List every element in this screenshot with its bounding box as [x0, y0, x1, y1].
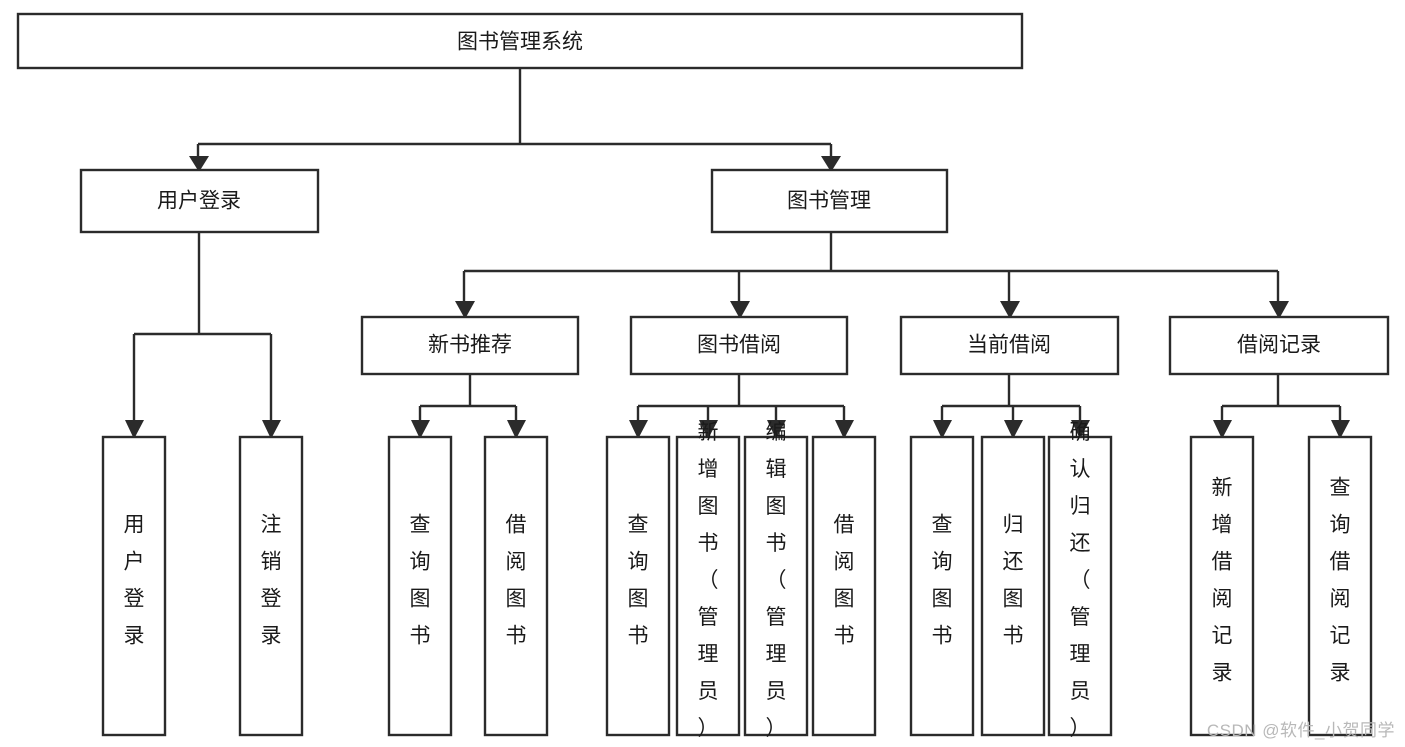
arrow-icon-leaf-book-borrow-3	[767, 420, 786, 439]
leaf-node-user-login-1[interactable]: 用户登录	[101, 435, 167, 737]
arrow-icon-book-borrow	[730, 301, 750, 319]
leaf-node-box[interactable]	[483, 435, 549, 737]
leaf-node-box[interactable]	[605, 435, 671, 737]
node-new-book-rec-label: 新书推荐	[428, 334, 512, 357]
arrow-icon-root-user-login	[189, 156, 209, 172]
leaf-node-box[interactable]	[387, 435, 453, 737]
node-root-box[interactable]	[16, 12, 1024, 70]
leaf-node-book-borrow-3[interactable]: 编辑图书（管理员）	[743, 421, 809, 740]
arrow-icon-leaf-book-borrow-2	[699, 420, 718, 439]
arrow-icon-leaf-borrow-record-1	[1213, 420, 1232, 439]
node-root[interactable]: 图书管理系统	[16, 12, 1024, 70]
node-borrow-record-box[interactable]	[1168, 315, 1390, 376]
node-root-label: 图书管理系统	[457, 31, 583, 54]
node-borrow-record[interactable]: 借阅记录	[1168, 315, 1390, 376]
node-book-borrow[interactable]: 图书借阅	[629, 315, 849, 376]
leaf-node-box[interactable]	[811, 435, 877, 737]
leaf-node-box[interactable]	[675, 435, 741, 737]
arrow-icon-leaf-new-book-rec-1	[411, 420, 430, 439]
leaf-node-label: 查询借阅记录	[1330, 477, 1351, 685]
leaf-node-label: 查询图书	[932, 514, 953, 648]
leaf-node-label: 查询图书	[410, 514, 431, 648]
leaf-node-box[interactable]	[1307, 435, 1373, 737]
node-user-login-label: 用户登录	[157, 190, 241, 213]
leaf-node-label: 编辑图书（管理员）	[766, 421, 787, 740]
arrow-icon-leaf-current-borrow-2	[1004, 420, 1023, 439]
arrow-icon-current-borrow	[1000, 301, 1020, 319]
leaf-node-label: 借阅图书	[506, 514, 527, 648]
leaf-node-book-borrow-4[interactable]: 借阅图书	[811, 435, 877, 737]
node-current-borrow-box[interactable]	[899, 315, 1120, 376]
node-book-manage-box[interactable]	[710, 168, 949, 234]
leaf-node-current-borrow-3[interactable]: 确认归还（管理员）	[1047, 421, 1113, 740]
leaf-node-box[interactable]	[238, 435, 304, 737]
leaf-node-box[interactable]	[909, 435, 975, 737]
leaf-node-book-borrow-2[interactable]: 新增图书（管理员）	[675, 421, 741, 740]
leaf-node-user-login-2[interactable]: 注销登录	[238, 435, 304, 737]
node-book-borrow-box[interactable]	[629, 315, 849, 376]
arrow-icon-leaf-book-borrow-1	[629, 420, 648, 439]
arrow-icon-leaf-borrow-record-2	[1331, 420, 1350, 439]
node-borrow-record-label: 借阅记录	[1237, 334, 1321, 357]
leaf-nodes: 用户登录 注销登录 查询图书 借阅图书 查询图书 新增图书（管理员） 编辑图书（管理员） 借阅…	[101, 421, 1373, 740]
leaf-node-box[interactable]	[101, 435, 167, 737]
arrow-heads	[125, 156, 1350, 439]
arrow-icon-root-book-manage	[821, 156, 841, 172]
leaf-node-label: 借阅图书	[834, 514, 855, 648]
leaf-node-label: 用户登录	[124, 514, 145, 648]
arrow-icon-leaf-user-login-2	[262, 420, 281, 439]
node-book-manage-label: 图书管理	[787, 190, 871, 213]
leaf-node-label: 新增借阅记录	[1212, 477, 1233, 685]
leaf-node-label: 新增图书（管理员）	[698, 421, 719, 740]
leaf-node-label: 确认归还（管理员）	[1070, 421, 1091, 740]
arrow-icon-borrow-record	[1269, 301, 1289, 319]
arrow-icon-leaf-current-borrow-1	[933, 420, 952, 439]
arrow-icon-new-book-rec	[455, 301, 475, 319]
node-book-borrow-label: 图书借阅	[697, 334, 781, 357]
node-current-borrow[interactable]: 当前借阅	[899, 315, 1120, 376]
leaf-node-box[interactable]	[1189, 435, 1255, 737]
watermark-text: CSDN @软件_小贺同学	[1206, 721, 1395, 740]
arrow-icon-leaf-user-login-1	[125, 420, 144, 439]
leaf-node-new-book-rec-2[interactable]: 借阅图书	[483, 435, 549, 737]
leaf-node-label: 查询图书	[628, 514, 649, 648]
leaf-node-label: 归还图书	[1003, 514, 1024, 648]
leaf-node-current-borrow-1[interactable]: 查询图书	[909, 435, 975, 737]
node-book-manage[interactable]: 图书管理	[710, 168, 949, 234]
node-user-login[interactable]: 用户登录	[79, 168, 320, 234]
node-new-book-rec-box[interactable]	[360, 315, 580, 376]
node-user-login-box[interactable]	[79, 168, 320, 234]
arrow-icon-leaf-book-borrow-4	[835, 420, 854, 439]
node-current-borrow-label: 当前借阅	[967, 334, 1051, 357]
leaf-node-box[interactable]	[980, 435, 1046, 737]
leaf-node-label: 注销登录	[261, 514, 282, 648]
leaf-node-box[interactable]	[1047, 435, 1113, 737]
leaf-node-borrow-record-2[interactable]: 查询借阅记录	[1307, 435, 1373, 737]
leaf-node-box[interactable]	[743, 435, 809, 737]
arrow-icon-leaf-new-book-rec-2	[507, 420, 526, 439]
node-new-book-rec[interactable]: 新书推荐	[360, 315, 580, 376]
arrow-icon-leaf-current-borrow-3	[1071, 420, 1090, 439]
leaf-node-borrow-record-1[interactable]: 新增借阅记录	[1189, 435, 1255, 737]
leaf-node-book-borrow-1[interactable]: 查询图书	[605, 435, 671, 737]
leaf-node-new-book-rec-1[interactable]: 查询图书	[387, 435, 453, 737]
leaf-node-current-borrow-2[interactable]: 归还图书	[980, 435, 1046, 737]
